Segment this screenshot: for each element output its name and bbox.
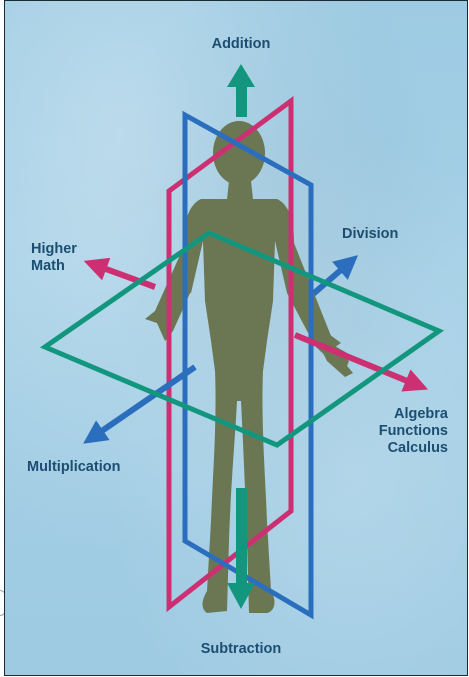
functions-label: Functions xyxy=(379,423,448,440)
diagram-frame: Addition Division Higher Math Algebra Fu… xyxy=(4,0,468,676)
higher-math-label: Higher Math xyxy=(31,241,77,275)
higher-math-label-line1: Higher xyxy=(31,241,77,258)
arrow-up-icon xyxy=(227,64,255,117)
advanced-topics-label: Algebra Functions Calculus xyxy=(379,406,448,457)
algebra-label: Algebra xyxy=(379,406,448,423)
higher-math-label-line2: Math xyxy=(31,258,77,275)
subtraction-label: Subtraction xyxy=(201,641,282,658)
calculus-label: Calculus xyxy=(379,440,448,457)
human-silhouette-icon xyxy=(145,121,353,613)
division-label: Division xyxy=(342,226,398,243)
multiplication-label: Multiplication xyxy=(27,459,120,476)
addition-label: Addition xyxy=(212,36,271,53)
anatomical-planes-diagram xyxy=(5,1,468,676)
